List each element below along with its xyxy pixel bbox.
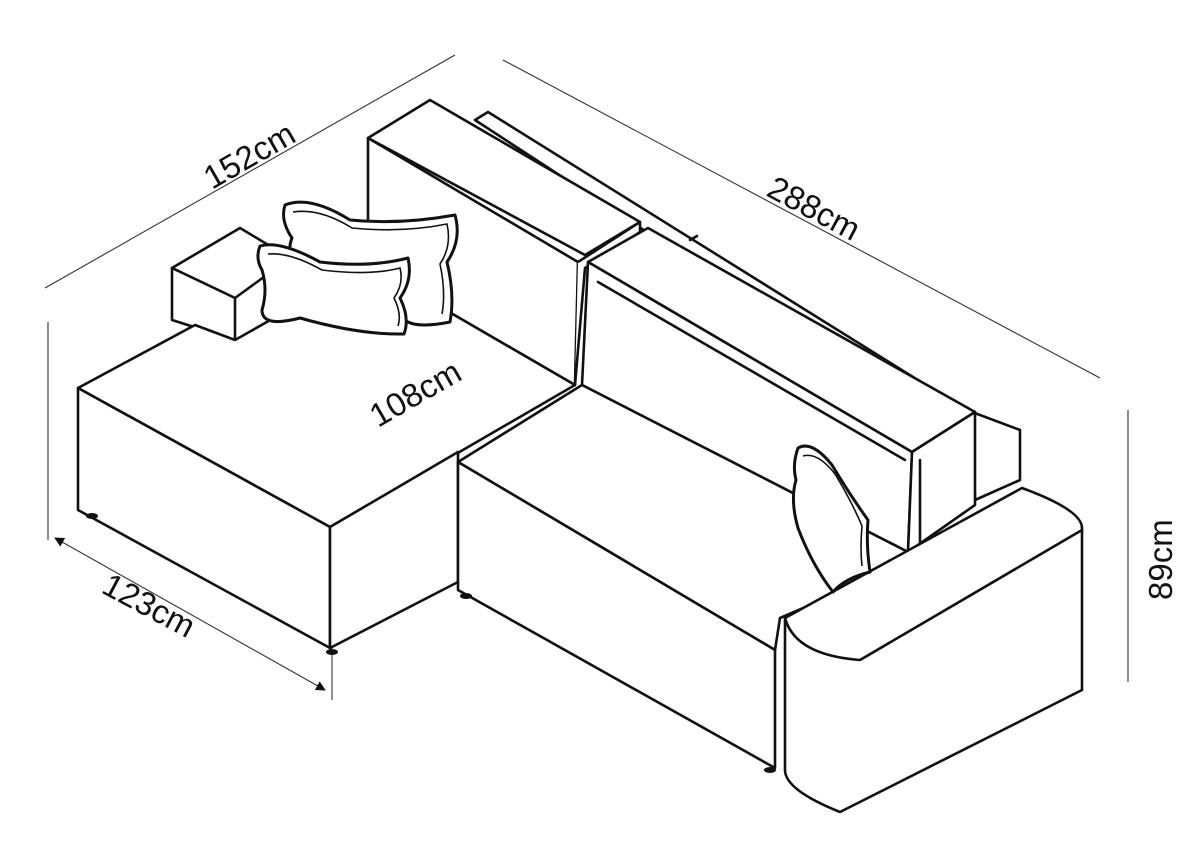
pillow-right	[791, 444, 872, 594]
pillow-front-left-inner	[267, 253, 402, 327]
dim-line-123	[54, 537, 326, 691]
label-89: 89cm	[1142, 519, 1179, 600]
pillow-right-inner	[802, 454, 863, 567]
cushion-seam-1	[596, 280, 907, 462]
main-seat-front	[456, 460, 777, 770]
foot-2	[86, 513, 98, 519]
label-123: 123cm	[97, 566, 202, 645]
label-288: 288cm	[762, 169, 867, 248]
back-end-block	[970, 410, 1022, 502]
foot-4	[764, 767, 776, 773]
dim-line-152	[44, 54, 456, 289]
foot-1	[326, 649, 338, 655]
pillow-back-left-inner	[292, 210, 450, 315]
armrest-edge	[783, 528, 1084, 662]
sofa-body	[76, 98, 1084, 814]
cushion-seam-3	[688, 234, 699, 242]
right-armrest	[783, 486, 1084, 814]
pillow-front-left	[256, 243, 411, 336]
dim-line-288	[502, 59, 1101, 379]
label-152: 152cm	[197, 114, 301, 196]
pillows	[256, 200, 872, 594]
right-back-cushion-side	[906, 410, 977, 554]
foot-3	[460, 593, 472, 599]
